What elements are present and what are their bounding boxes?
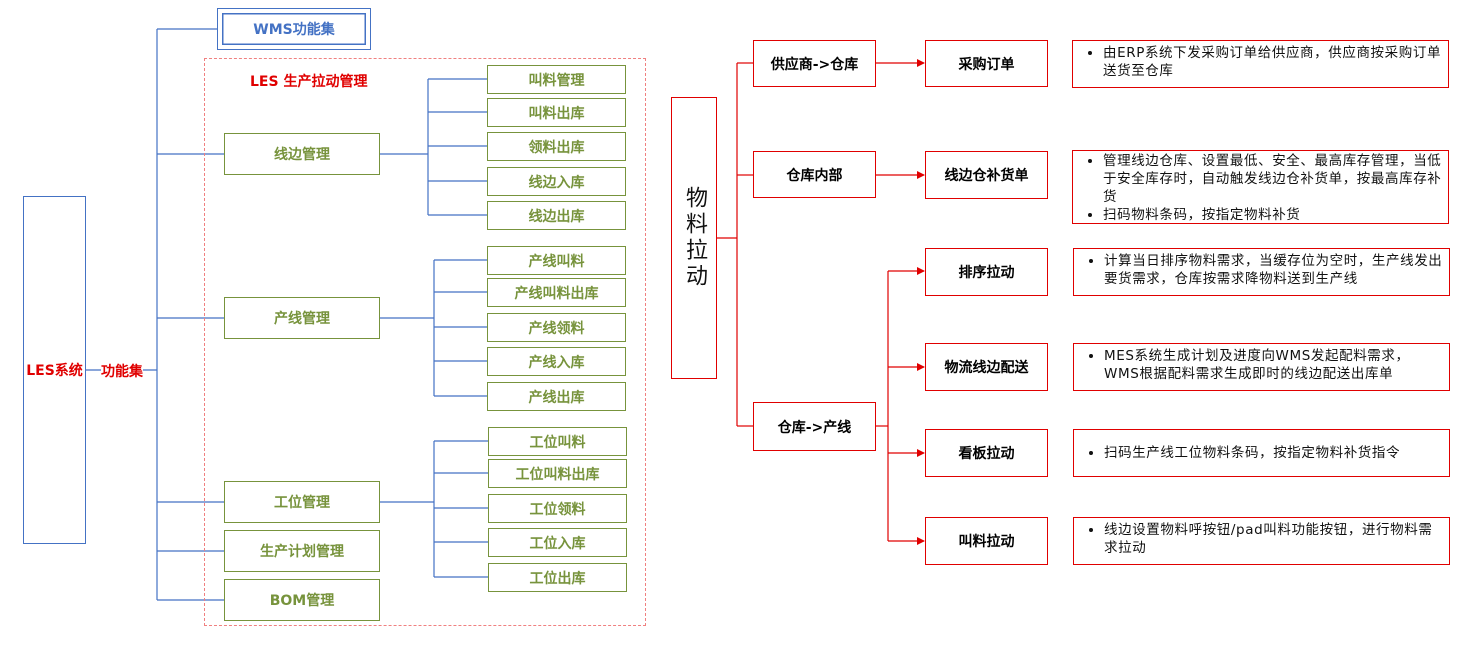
item-node-replenish-order[interactable]: 线边仓补货单: [925, 151, 1048, 199]
group-label: 产线管理: [274, 311, 330, 327]
item-node-call-pull[interactable]: 叫料拉动: [925, 517, 1048, 565]
branch-node-warehouse-line[interactable]: 仓库->产线: [753, 402, 876, 451]
desc-bullet: 计算当日排序物料需求，当缓存位为空时，生产线发出要货需求，仓库按需求降物料送到生…: [1104, 252, 1443, 288]
desc-replenish-order: 管理线边仓库、设置最低、安全、最高库存管理，当低于安全库存时，自动触发线边仓补货…: [1072, 150, 1449, 224]
desc-bullet: 由ERP系统下发采购订单给供应商，供应商按采购订单送货至仓库: [1103, 44, 1442, 80]
les-system-label: LES系统: [26, 363, 83, 379]
left-tree-lines: [85, 28, 488, 601]
function-set-label: 功能集: [101, 361, 143, 381]
group-node-workstation[interactable]: 工位管理: [224, 481, 380, 523]
node-label: 生产计划管理: [260, 544, 344, 560]
les-dashed-frame: [204, 58, 646, 626]
item-label: 排序拉动: [958, 265, 1015, 281]
item-node-sequence-pull[interactable]: 排序拉动: [925, 248, 1048, 296]
child-node[interactable]: 线边出库: [487, 201, 626, 230]
child-node[interactable]: 领料出库: [487, 132, 626, 161]
child-node[interactable]: 工位叫料: [488, 427, 627, 456]
material-pull-root-node[interactable]: 物料拉动: [671, 97, 717, 379]
desc-bullet: 线边设置物料呼按钮/pad叫料功能按钮，进行物料需求拉动: [1104, 521, 1443, 557]
child-node[interactable]: 叫料出库: [487, 98, 626, 127]
group-label: 线边管理: [274, 147, 330, 163]
group-node-line-side[interactable]: 线边管理: [224, 133, 380, 175]
desc-bullet: 扫码物料条码，按指定物料补货: [1103, 206, 1442, 224]
item-label: 叫料拉动: [958, 534, 1015, 550]
child-label: 工位出库: [529, 570, 586, 587]
child-label: 产线出库: [528, 389, 585, 406]
child-node[interactable]: 线边入库: [487, 167, 626, 196]
item-node-purchase-order[interactable]: 采购订单: [925, 40, 1048, 87]
child-node[interactable]: 工位出库: [488, 563, 627, 592]
child-label: 领料出库: [528, 139, 585, 156]
wms-label: WMS功能集: [253, 22, 335, 38]
wms-function-set-node[interactable]: WMS功能集: [217, 8, 371, 50]
production-plan-node[interactable]: 生产计划管理: [224, 530, 380, 572]
desc-logistics-delivery: MES系统生成计划及进度向WMS发起配料需求，WMS根据配料需求生成即时的线边配…: [1073, 343, 1450, 391]
child-label: 工位入库: [529, 535, 586, 552]
child-node[interactable]: 产线叫料: [487, 246, 626, 275]
material-pull-label: 物料拉动: [682, 186, 707, 290]
child-label: 线边出库: [528, 208, 585, 225]
branch-label: 供应商->仓库: [770, 56, 859, 73]
child-label: 叫料管理: [528, 72, 585, 89]
les-system-node[interactable]: LES系统: [23, 196, 86, 544]
item-label: 物流线边配送: [944, 360, 1029, 376]
child-node[interactable]: 产线入库: [487, 347, 626, 376]
les-title: LES 生产拉动管理: [250, 74, 368, 90]
child-node[interactable]: 工位领料: [488, 494, 627, 523]
desc-bullet: 扫码生产线工位物料条码，按指定物料补货指令: [1104, 444, 1443, 462]
desc-bullet: MES系统生成计划及进度向WMS发起配料需求，WMS根据配料需求生成即时的线边配…: [1104, 347, 1443, 383]
child-node[interactable]: 产线领料: [487, 313, 626, 342]
item-node-logistics-delivery[interactable]: 物流线边配送: [925, 343, 1048, 391]
child-label: 叫料出库: [528, 105, 585, 122]
group-label: 工位管理: [274, 495, 330, 511]
branch-label: 仓库->产线: [777, 419, 852, 436]
item-label: 采购订单: [958, 56, 1015, 73]
desc-sequence-pull: 计算当日排序物料需求，当缓存位为空时，生产线发出要货需求，仓库按需求降物料送到生…: [1073, 248, 1450, 296]
right-tree-lines: [717, 59, 925, 545]
desc-kanban-pull: 扫码生产线工位物料条码，按指定物料补货指令: [1073, 429, 1450, 477]
desc-purchase-order: 由ERP系统下发采购订单给供应商，供应商按采购订单送货至仓库: [1072, 40, 1449, 88]
child-label: 产线叫料出库: [514, 285, 599, 302]
item-node-kanban-pull[interactable]: 看板拉动: [925, 429, 1048, 477]
child-node[interactable]: 工位入库: [488, 528, 627, 557]
desc-call-pull: 线边设置物料呼按钮/pad叫料功能按钮，进行物料需求拉动: [1073, 517, 1450, 565]
child-label: 工位叫料出库: [515, 466, 600, 483]
bom-node[interactable]: BOM管理: [224, 579, 380, 621]
child-node[interactable]: 叫料管理: [487, 65, 626, 94]
child-label: 产线入库: [528, 354, 585, 371]
child-node[interactable]: 产线叫料出库: [487, 278, 626, 307]
child-node[interactable]: 产线出库: [487, 382, 626, 411]
branch-node-warehouse-internal[interactable]: 仓库内部: [753, 151, 876, 198]
node-label: BOM管理: [269, 593, 335, 609]
child-label: 线边入库: [528, 174, 585, 191]
item-label: 线边仓补货单: [944, 168, 1029, 184]
child-node[interactable]: 工位叫料出库: [488, 459, 627, 488]
desc-bullet: 管理线边仓库、设置最低、安全、最高库存管理，当低于安全库存时，自动触发线边仓补货…: [1103, 152, 1442, 206]
child-label: 工位叫料: [529, 434, 586, 451]
child-label: 产线领料: [528, 320, 585, 337]
item-label: 看板拉动: [958, 446, 1015, 462]
branch-label: 仓库内部: [786, 167, 843, 184]
branch-node-supplier-warehouse[interactable]: 供应商->仓库: [753, 40, 876, 87]
child-label: 产线叫料: [528, 253, 585, 270]
child-label: 工位领料: [529, 501, 586, 518]
group-node-production-line[interactable]: 产线管理: [224, 297, 380, 339]
